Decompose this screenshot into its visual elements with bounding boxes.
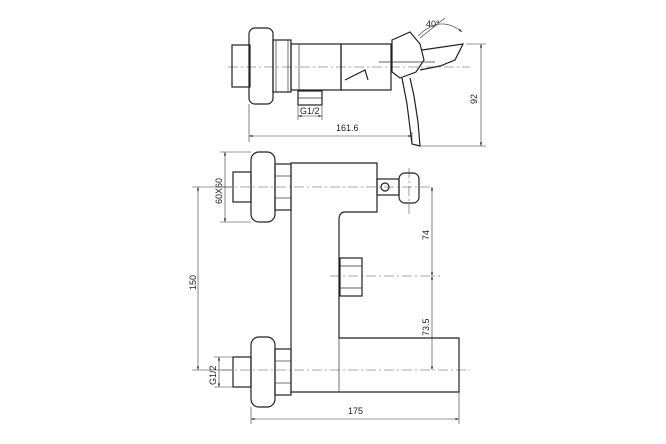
top-angle-arc — [417, 23, 463, 37]
front-lower-flange — [250, 336, 276, 408]
top-wall-flange — [248, 27, 274, 105]
front-upper-offset-label: 74 — [421, 230, 431, 240]
top-thread-label: G1/2 — [300, 106, 320, 116]
front-diverter-knob — [339, 257, 363, 297]
front-cartridge-knob — [398, 172, 420, 204]
front-view: 60X60 150 74 73.5 G1/2 175 — [188, 151, 470, 424]
front-lower-offset-label: 73.5 — [421, 318, 431, 336]
front-thread-label: G1/2 — [208, 365, 218, 385]
front-lower-nut — [274, 348, 292, 396]
top-mixer-head — [340, 43, 392, 91]
top-handle-notch — [344, 69, 369, 81]
top-height-label: 92 — [469, 94, 479, 104]
top-inlet-stub — [231, 44, 251, 88]
top-width-label: 161.6 — [336, 123, 359, 133]
front-flange-label: 60X60 — [214, 178, 224, 204]
front-cartridge-pin — [380, 182, 390, 192]
front-mixer-body — [290, 162, 460, 393]
top-angle-label: 40° — [426, 19, 440, 29]
top-spout — [401, 77, 421, 147]
top-lever — [391, 31, 425, 79]
front-lower-stub — [232, 356, 252, 388]
top-view: 40° G1/2 161.6 92 — [228, 17, 486, 147]
front-spacing-label: 150 — [188, 275, 198, 290]
top-mixer-body — [290, 43, 342, 91]
top-lever-blade — [419, 43, 465, 71]
front-width-label: 175 — [348, 406, 363, 416]
